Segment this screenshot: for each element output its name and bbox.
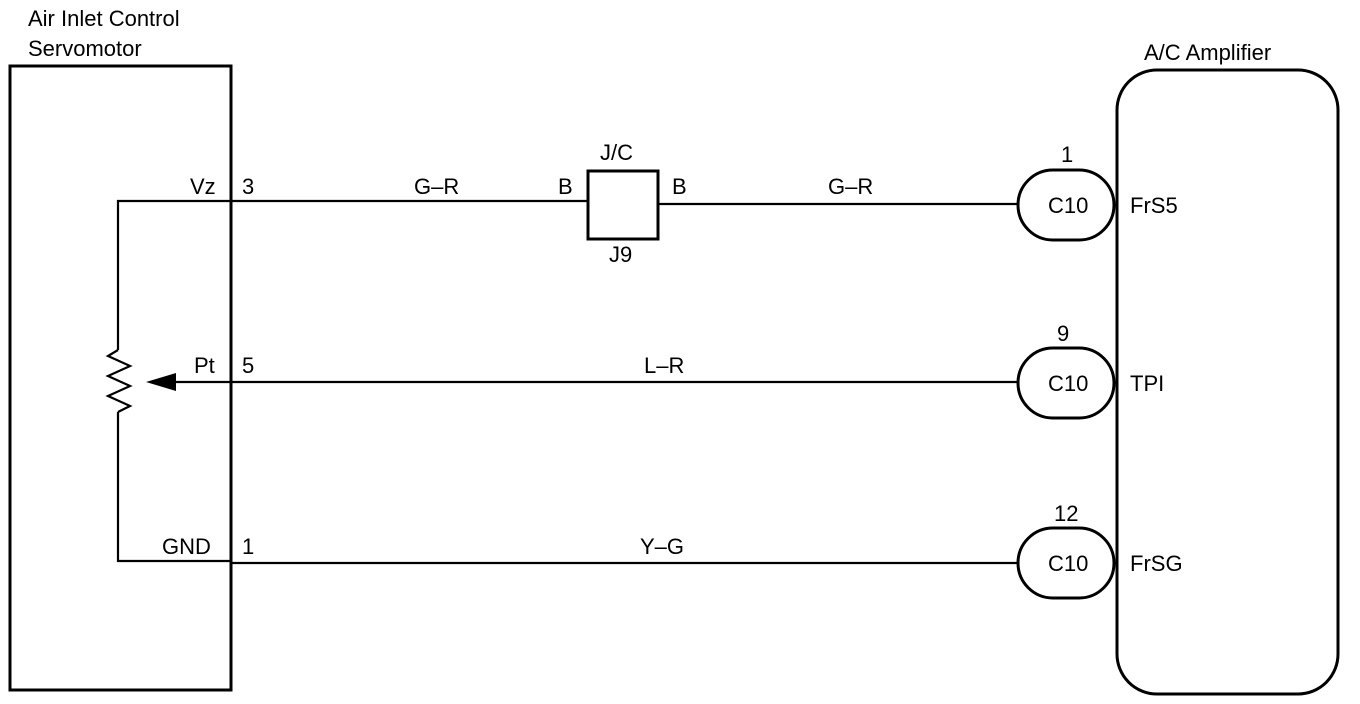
wiper-arrow-icon (146, 373, 176, 391)
wire-color-vz-right: G–R (828, 174, 873, 199)
amp-terminal-frsg: FrSG (1130, 551, 1183, 576)
servomotor-title-line2: Servomotor (28, 36, 142, 61)
junction-left-pin: B (558, 174, 573, 199)
connector-c10-pin9 (1016, 346, 1116, 420)
connector-c10-pin12 (1016, 526, 1116, 600)
connector-pin-9: 9 (1057, 321, 1069, 346)
junction-right-pin: B (672, 174, 687, 199)
connector-pin-1: 1 (1061, 142, 1073, 167)
junction-connector (586, 169, 660, 241)
amp-terminal-frs5: FrS5 (1130, 193, 1178, 218)
terminal-vz: Vz (190, 174, 216, 199)
junction-top-label: J/C (600, 140, 633, 165)
amplifier-box (1115, 68, 1340, 696)
potentiometer-resistor (105, 349, 133, 413)
amp-terminal-tpi: TPI (1130, 371, 1164, 396)
servomotor-box (8, 64, 233, 692)
amplifier-title: A/C Amplifier (1144, 40, 1271, 65)
connector-pin-12: 12 (1054, 501, 1078, 526)
connector-c10-pin9-label: C10 (1048, 371, 1088, 396)
wire-color-pt: L–R (644, 353, 684, 378)
wire-color-gnd: Y–G (640, 534, 684, 559)
vz-internal-wire (116, 199, 231, 350)
connector-c10-pin1-label: C10 (1048, 193, 1088, 218)
pin-5: 5 (242, 353, 254, 378)
wire-color-vz-left: G–R (414, 174, 459, 199)
connector-c10-pin1 (1016, 168, 1116, 242)
terminal-pt: Pt (194, 353, 215, 378)
pin-3: 3 (242, 174, 254, 199)
pin-1: 1 (242, 534, 254, 559)
junction-bottom-label: J9 (609, 242, 632, 267)
connector-c10-pin12-label: C10 (1048, 551, 1088, 576)
servomotor-title-line1: Air Inlet Control (28, 6, 180, 31)
gnd-internal-wire (116, 412, 231, 563)
terminal-gnd: GND (162, 534, 211, 559)
